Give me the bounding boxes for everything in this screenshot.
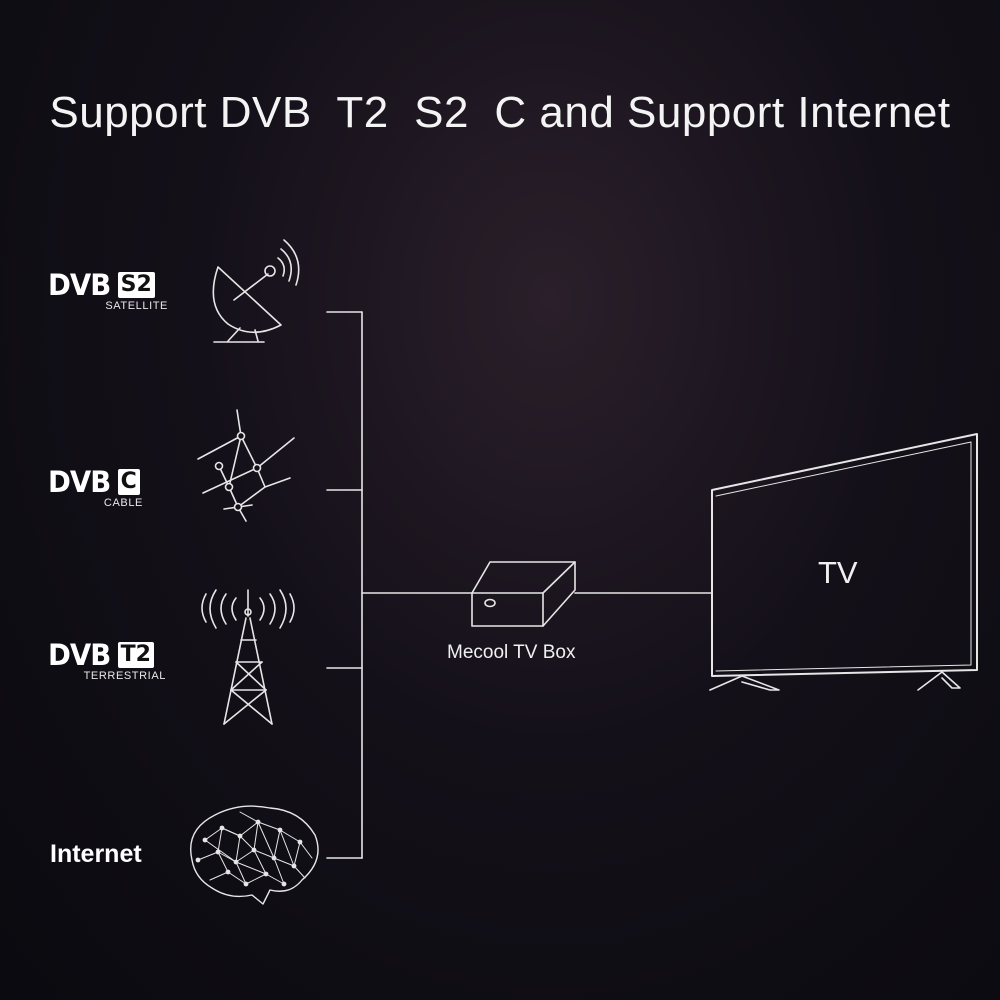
tv-label: TV xyxy=(818,555,858,590)
dvb-s2-subtitle: SATELLITE xyxy=(105,300,168,312)
broadcast-tower-icon xyxy=(202,590,294,724)
tv-box-label: Mecool TV Box xyxy=(447,642,576,663)
dvb-s2-badge: S2 xyxy=(117,272,155,298)
source-bracket xyxy=(327,312,362,858)
dvb-c-logo-text: DVB xyxy=(48,465,111,499)
brain-network-icon xyxy=(191,806,318,904)
television-icon xyxy=(710,434,977,690)
page-title: Support DVB T2 S2 C and Support Internet xyxy=(49,88,951,137)
dvb-t2-subtitle: TERRESTRIAL xyxy=(83,670,166,682)
cable-network-icon xyxy=(198,410,294,521)
dvb-c-badge: C xyxy=(117,469,140,495)
tv-box-icon xyxy=(472,562,575,626)
dvb-c-subtitle: CABLE xyxy=(103,497,143,509)
dvb-c-logo: DVB C CABLE xyxy=(48,467,178,515)
dvb-t2-logo: DVB T2 TERRESTRIAL xyxy=(48,640,178,688)
dvb-s2-logo: DVB S2 SATELLITE xyxy=(48,270,178,318)
internet-label: Internet xyxy=(50,840,142,868)
satellite-dish-icon xyxy=(213,240,298,342)
dvb-s2-logo-text: DVB xyxy=(48,268,111,302)
dvb-t2-logo-text: DVB xyxy=(48,638,111,672)
dvb-t2-badge: T2 xyxy=(117,642,154,668)
